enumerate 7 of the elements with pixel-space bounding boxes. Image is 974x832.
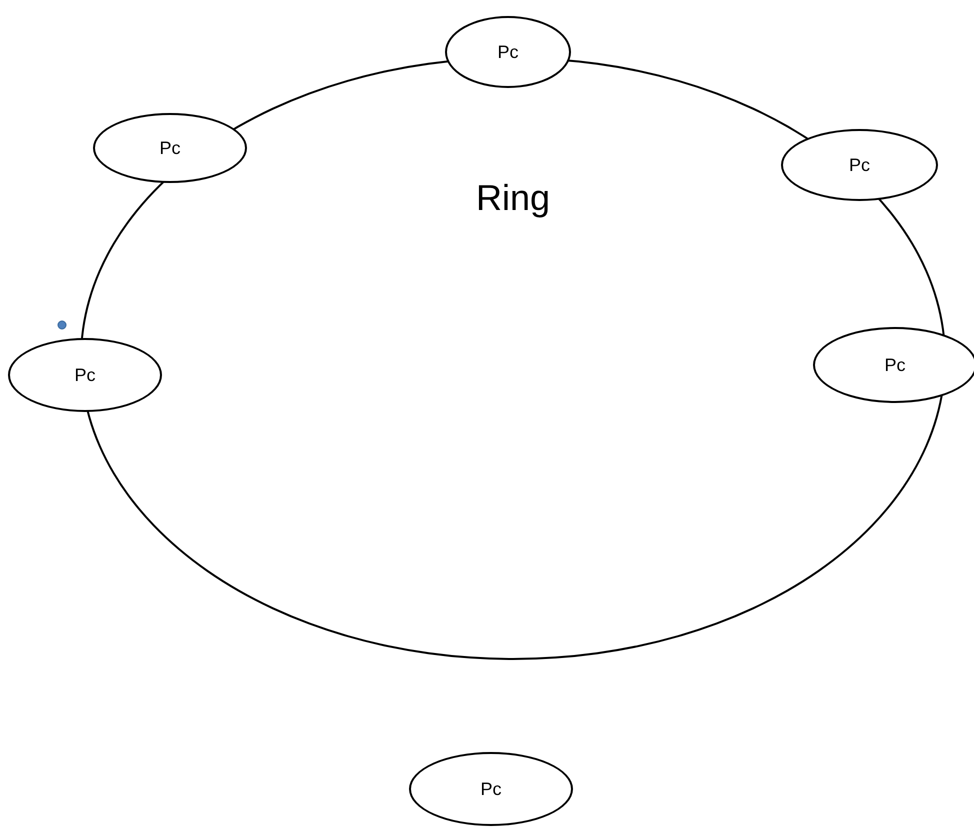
pc-label: Pc — [848, 154, 870, 176]
ring-label: Ring — [476, 177, 550, 219]
pc-label: Pc — [159, 138, 180, 158]
pc-label: Pc — [884, 354, 906, 376]
pc-label: Pc — [497, 42, 518, 62]
pc-label: Pc — [74, 364, 96, 386]
pc-label: Pc — [480, 778, 502, 800]
